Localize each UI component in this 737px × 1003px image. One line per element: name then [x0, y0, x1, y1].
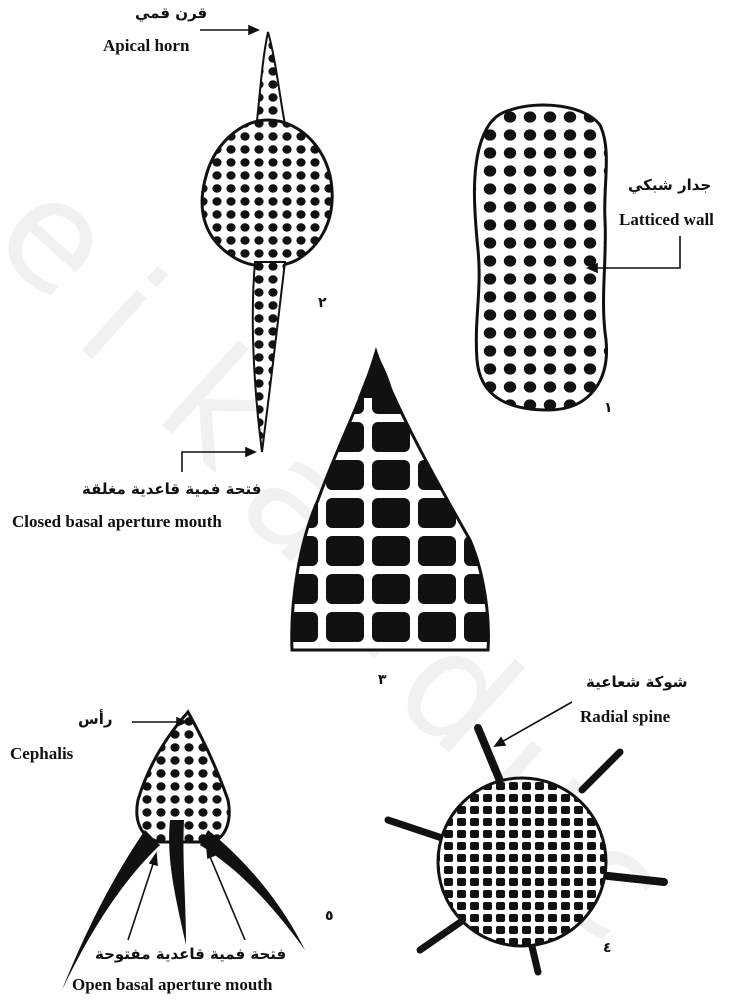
figure-2-spumellarian: [202, 32, 332, 452]
figure-number-3: ٣: [378, 672, 387, 688]
open-mouth-arrowhead-left: [150, 854, 157, 865]
figure-1-latticed-shell: [474, 105, 606, 410]
latticed-wall-label-en: Latticed wall: [619, 210, 714, 230]
figure-4-spherical-shell: [388, 728, 664, 972]
open-mouth-label-ar: فتحة فمية قاعدية مفتوحة: [95, 945, 286, 963]
apical-horn-arrowhead: [249, 26, 258, 34]
radial-spine-label-en: Radial spine: [580, 707, 670, 727]
closed-mouth-label-en: Closed basal aperture mouth: [12, 512, 222, 532]
apical-horn-label-ar: قرن قمي: [135, 4, 207, 22]
apical-horn-label-en: Apical horn: [103, 36, 189, 56]
closed-mouth-arrowhead: [246, 448, 255, 456]
figure-number-4: ٤: [603, 940, 612, 956]
figure-3-conical-shell: [292, 352, 489, 650]
cephalis-label-ar: رأس: [78, 710, 112, 728]
radial-spine-arrowhead: [495, 738, 505, 746]
figure-number-5: ٥: [325, 908, 334, 924]
radial-spine-pointer: [498, 702, 572, 744]
closed-mouth-label-ar: فتحة فمية قاعدية مغلقة: [82, 480, 261, 498]
closed-mouth-pointer: [182, 452, 252, 472]
cephalis-label-en: Cephalis: [10, 744, 73, 764]
figure-number-2: ٢: [318, 295, 327, 311]
open-mouth-label-en: Open basal aperture mouth: [72, 975, 272, 995]
radial-spine-label-ar: شوكة شعاعية: [586, 673, 688, 691]
figure-number-1: ١: [604, 400, 613, 416]
latticed-wall-label-ar: جدار شبكي: [628, 176, 711, 194]
